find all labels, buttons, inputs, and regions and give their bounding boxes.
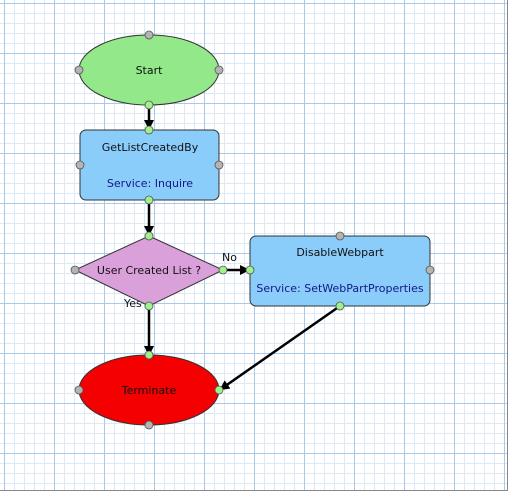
disable-webpart-node-label: DisableWebpart bbox=[296, 246, 384, 259]
port-disable-top[interactable] bbox=[335, 231, 345, 241]
port-getlist-top[interactable] bbox=[144, 125, 154, 135]
port-decision-right[interactable] bbox=[218, 265, 228, 275]
port-disable-right[interactable] bbox=[425, 265, 435, 275]
getlist-node[interactable]: GetListCreatedBy Service: Inquire bbox=[79, 129, 220, 201]
terminate-node-label: Terminate bbox=[121, 384, 177, 397]
port-disable-bottom[interactable] bbox=[335, 301, 345, 311]
port-start-left[interactable] bbox=[74, 65, 84, 75]
port-decision-top[interactable] bbox=[144, 231, 154, 241]
disable-webpart-node-service: Service: SetWebPartProperties bbox=[256, 282, 423, 295]
port-decision-bottom[interactable] bbox=[144, 301, 154, 311]
disable-webpart-node[interactable]: DisableWebpart Service: SetWebPartProper… bbox=[249, 235, 431, 307]
port-terminate-right[interactable] bbox=[214, 385, 224, 395]
port-decision-left[interactable] bbox=[70, 265, 80, 275]
start-node[interactable]: Start bbox=[78, 34, 220, 106]
edge-label-no: No bbox=[222, 251, 237, 264]
connection-ports bbox=[70, 30, 435, 430]
port-terminate-left[interactable] bbox=[74, 385, 84, 395]
active-connection-ports bbox=[144, 100, 345, 395]
decision-node[interactable]: User Created List ? bbox=[73, 235, 225, 307]
port-getlist-right[interactable] bbox=[214, 160, 224, 170]
terminate-node[interactable]: Terminate bbox=[78, 354, 220, 426]
port-start-top[interactable] bbox=[144, 30, 154, 40]
port-start-right[interactable] bbox=[214, 65, 224, 75]
port-start-bottom[interactable] bbox=[144, 100, 154, 110]
port-terminate-bottom[interactable] bbox=[144, 420, 154, 430]
edge-disable-to-terminate[interactable] bbox=[219, 304, 341, 391]
port-getlist-left[interactable] bbox=[75, 160, 85, 170]
getlist-node-service: Service: Inquire bbox=[107, 177, 193, 190]
port-terminate-top[interactable] bbox=[144, 350, 154, 360]
decision-node-label: User Created List ? bbox=[97, 264, 201, 277]
start-node-label: Start bbox=[136, 64, 164, 77]
port-getlist-bottom[interactable] bbox=[144, 195, 154, 205]
port-disable-left[interactable] bbox=[245, 265, 255, 275]
getlist-node-label: GetListCreatedBy bbox=[102, 141, 199, 154]
